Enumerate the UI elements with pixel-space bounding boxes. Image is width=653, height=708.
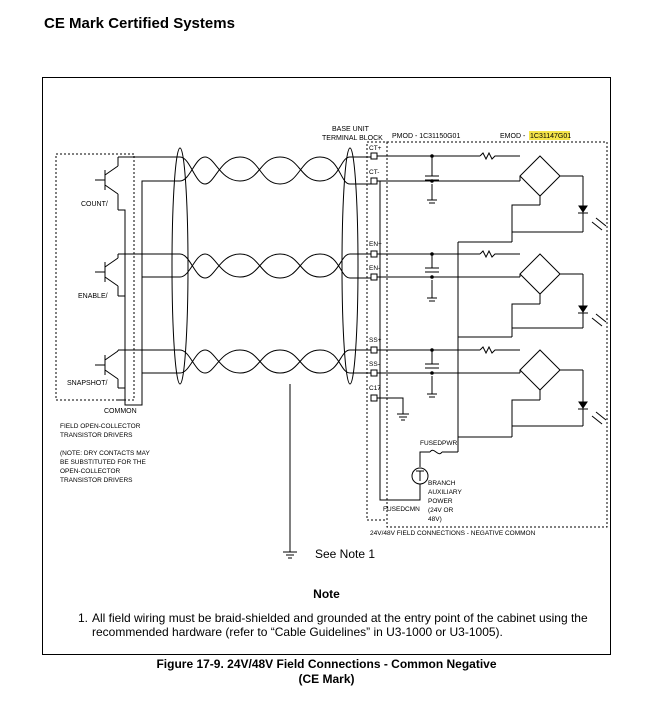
input-count-label: COUNT/ (81, 201, 108, 208)
capacitor-3-icon (425, 350, 439, 398)
note-title: Note (313, 587, 340, 601)
emod-label-prefix: EMOD - (500, 133, 526, 140)
capacitor-2-icon (425, 254, 439, 302)
caption-line-1: Figure 17-9. 24V/48V Field Connections -… (156, 657, 497, 671)
ground-symbol-main-icon (283, 551, 297, 559)
note-item: 1. All field wiring must be braid-shield… (78, 611, 603, 639)
resistor-2-icon (479, 249, 520, 259)
svg-text:C17: C17 (369, 385, 381, 392)
driver-note-2: TRANSISTOR DRIVERS (60, 432, 133, 439)
field-connections-label: 24V/48V FIELD CONNECTIONS - NEGATIVE COM… (370, 530, 536, 537)
module-box (386, 141, 608, 528)
bridge-rectifier-2-icon (511, 253, 588, 329)
dry-note-2: BE SUBSTITUTED FOR THE (60, 459, 146, 466)
branch-power-4: (24V OR (428, 507, 454, 514)
capacitor-1-icon (425, 156, 439, 204)
emod-part-number: 1C31147G01 (530, 133, 571, 140)
svg-text:SS-: SS- (369, 361, 380, 368)
terminal-c17: C17 (369, 385, 381, 402)
branch-power-5: 48V) (428, 516, 442, 523)
base-unit-label-2: TERMINAL BLOCK (322, 135, 383, 142)
bridge-rectifier-3-icon (511, 349, 588, 427)
input-snapshot-label: SNAPSHOT/ (67, 380, 108, 387)
twisted-pair-count (150, 156, 371, 185)
base-unit-label-1: BASE UNIT (332, 126, 370, 133)
transistor-enable-icon (95, 253, 150, 296)
note-number: 1. (78, 611, 89, 625)
fuse-dpwr-icon (429, 449, 443, 455)
driver-note-1: FIELD OPEN-COLLECTOR (60, 423, 141, 430)
see-note-label: See Note 1 (315, 547, 376, 561)
svg-text:SS+: SS+ (369, 337, 382, 344)
transistor-count-icon (95, 156, 150, 210)
svg-text:EN-: EN- (369, 265, 380, 272)
shield-right (341, 147, 359, 385)
terminal-block-box (366, 141, 388, 521)
figure-caption: Figure 17-9. 24V/48V Field Connections -… (0, 657, 653, 687)
field-drivers-box (55, 153, 135, 401)
dry-note-4: TRANSISTOR DRIVERS (60, 477, 133, 484)
fuse-dpwr-label: FUSEDPWR (420, 440, 458, 447)
resistor-1-icon (479, 151, 520, 161)
ground-symbol-c17-icon (397, 413, 409, 421)
note-body: All field wiring must be braid-shielded … (92, 611, 588, 639)
transistor-snapshot-icon (95, 349, 150, 388)
branch-power-1: BRANCH (428, 480, 456, 487)
twisted-pair-enable (150, 253, 371, 279)
svg-text:EN+: EN+ (369, 241, 382, 248)
caption-line-2: (CE Mark) (298, 672, 355, 686)
input-enable-label: ENABLE/ (78, 293, 108, 300)
svg-text:CT+: CT+ (369, 145, 382, 152)
branch-power-3: POWER (428, 498, 453, 505)
shield-left (171, 147, 189, 385)
terminal-ct-minus: CT- (369, 169, 379, 185)
branch-power-2: AUXILIARY (428, 489, 463, 496)
fuse-dcmn-label: FUSEDCMN (383, 506, 420, 513)
bridge-rectifier-1-icon (511, 155, 588, 233)
resistor-3-icon (479, 345, 520, 355)
pmod-label: PMOD - 1C31150G01 (392, 133, 460, 140)
figure-frame (42, 77, 611, 655)
optocoupler-arrows-icon (591, 217, 607, 425)
page-title: CE Mark Certified Systems (44, 15, 235, 32)
dry-note-1: (NOTE: DRY CONTACTS MAY (60, 450, 150, 457)
terminal-ss-minus: SS- (369, 361, 380, 377)
svg-text:CT-: CT- (369, 169, 379, 176)
twisted-pair-snapshot (150, 349, 371, 374)
common-label: COMMON (104, 408, 137, 415)
dry-note-3: OPEN-COLLECTOR (60, 468, 121, 475)
